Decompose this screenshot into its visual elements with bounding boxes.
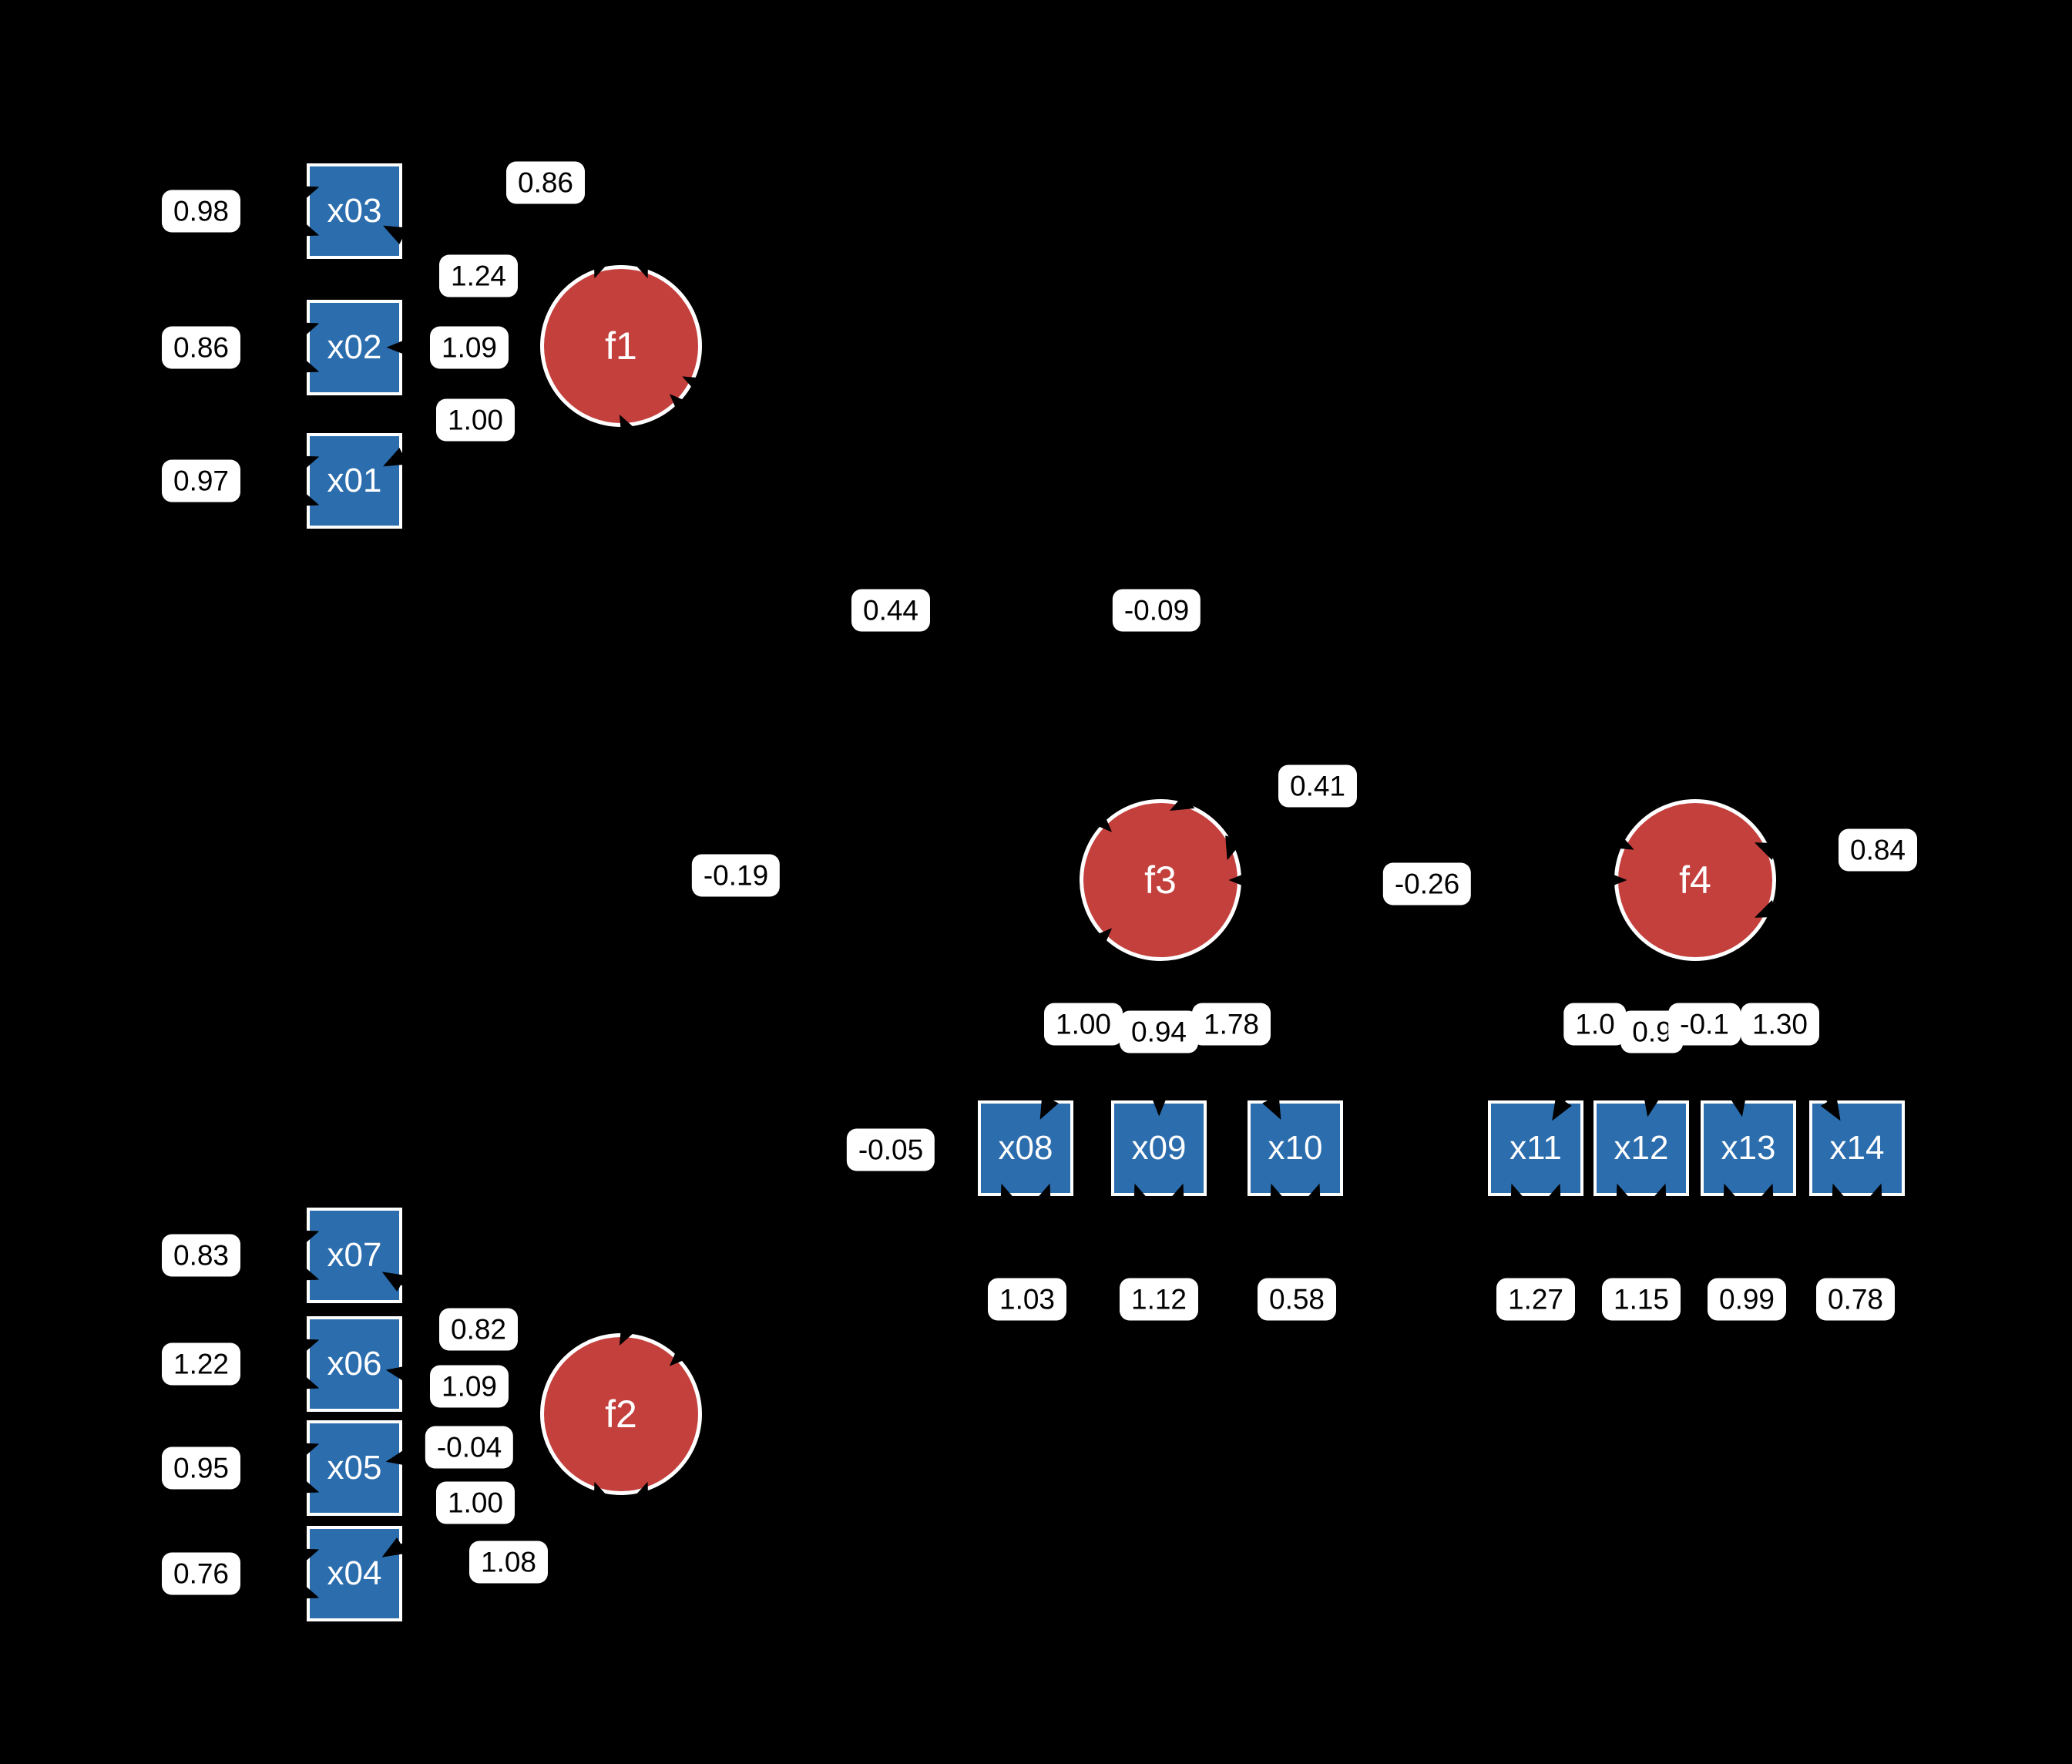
label-loading-f3-x10: 1.78 (1191, 1003, 1271, 1046)
label-variance-f3: 0.41 (1278, 764, 1358, 808)
label-loading-f4-x13: -0.1 (1668, 1003, 1741, 1046)
label-variance-f2: 1.08 (468, 1541, 549, 1584)
label-residual-x13: 0.99 (1707, 1278, 1787, 1321)
label-residual-x04: 0.76 (161, 1552, 241, 1595)
node-label-x13: x13 (1721, 1129, 1776, 1167)
label-residual-x02: 0.86 (161, 326, 241, 369)
label-cov-f1-f3: 0.44 (851, 589, 931, 632)
node-label-f4: f4 (1679, 858, 1711, 902)
label-residual-x01: 0.97 (161, 459, 241, 502)
label-residual-x12: 1.15 (1601, 1278, 1681, 1321)
node-label-x06: x06 (327, 1345, 382, 1383)
label-loading-f1-x03: 1.24 (438, 254, 519, 297)
label-loading-f3-x08: 1.00 (1043, 1003, 1123, 1046)
label-variance-f1: 0.86 (505, 161, 586, 204)
label-loading-f1-x01: 1.00 (435, 398, 515, 442)
label-loading-f2-x07: 0.82 (438, 1308, 519, 1351)
node-label-x03: x03 (327, 192, 382, 230)
node-label-x02: x02 (327, 328, 382, 366)
latent-factor-f4: f4 (1614, 799, 1776, 961)
node-label-f1: f1 (605, 324, 637, 368)
label-loading-f4-x11: 1.0 (1563, 1003, 1627, 1046)
node-label-x09: x09 (1131, 1129, 1187, 1167)
node-label-x04: x04 (327, 1554, 382, 1592)
label-residual-x11: 1.27 (1496, 1278, 1576, 1321)
label-residual-x03: 0.98 (161, 190, 241, 233)
label-loading-f3-x09: 0.94 (1119, 1010, 1199, 1053)
label-cov-f1-f4: -0.09 (1112, 589, 1201, 632)
label-residual-x06: 1.22 (161, 1342, 241, 1386)
node-label-f3: f3 (1144, 858, 1177, 902)
node-label-x01: x01 (327, 462, 382, 499)
node-label-x07: x07 (327, 1236, 382, 1274)
label-residual-x07: 0.83 (161, 1234, 241, 1277)
label-loading-f4-x14: 1.30 (1740, 1003, 1820, 1046)
label-residual-x09: 1.12 (1119, 1278, 1199, 1321)
label-loading-f2-x05: -0.04 (425, 1426, 514, 1469)
label-cov-f2-f3: -0.05 (846, 1128, 935, 1171)
node-label-x10: x10 (1268, 1129, 1323, 1167)
observed-variable-x02: x02 (307, 300, 402, 395)
label-residual-x05: 0.95 (161, 1446, 241, 1490)
node-label-x11: x11 (1510, 1129, 1562, 1167)
node-label-x14: x14 (1829, 1129, 1885, 1167)
label-loading-f1-x02: 1.09 (429, 326, 509, 369)
label-cov-f1-f2: -0.19 (691, 854, 781, 897)
node-label-f2: f2 (605, 1393, 637, 1436)
node-label-x05: x05 (327, 1449, 382, 1487)
label-loading-f2-x04: 1.00 (435, 1481, 515, 1524)
label-variance-f4: 0.84 (1838, 828, 1918, 872)
node-label-x12: x12 (1614, 1129, 1669, 1167)
label-loading-f2-x06: 1.09 (429, 1365, 509, 1408)
label-residual-x14: 0.78 (1815, 1278, 1896, 1321)
label-residual-x08: 1.03 (987, 1278, 1067, 1321)
label-cov-f3-f4: -0.26 (1382, 862, 1472, 906)
observed-variable-x09: x09 (1111, 1100, 1207, 1196)
label-residual-x10: 0.58 (1257, 1278, 1337, 1321)
